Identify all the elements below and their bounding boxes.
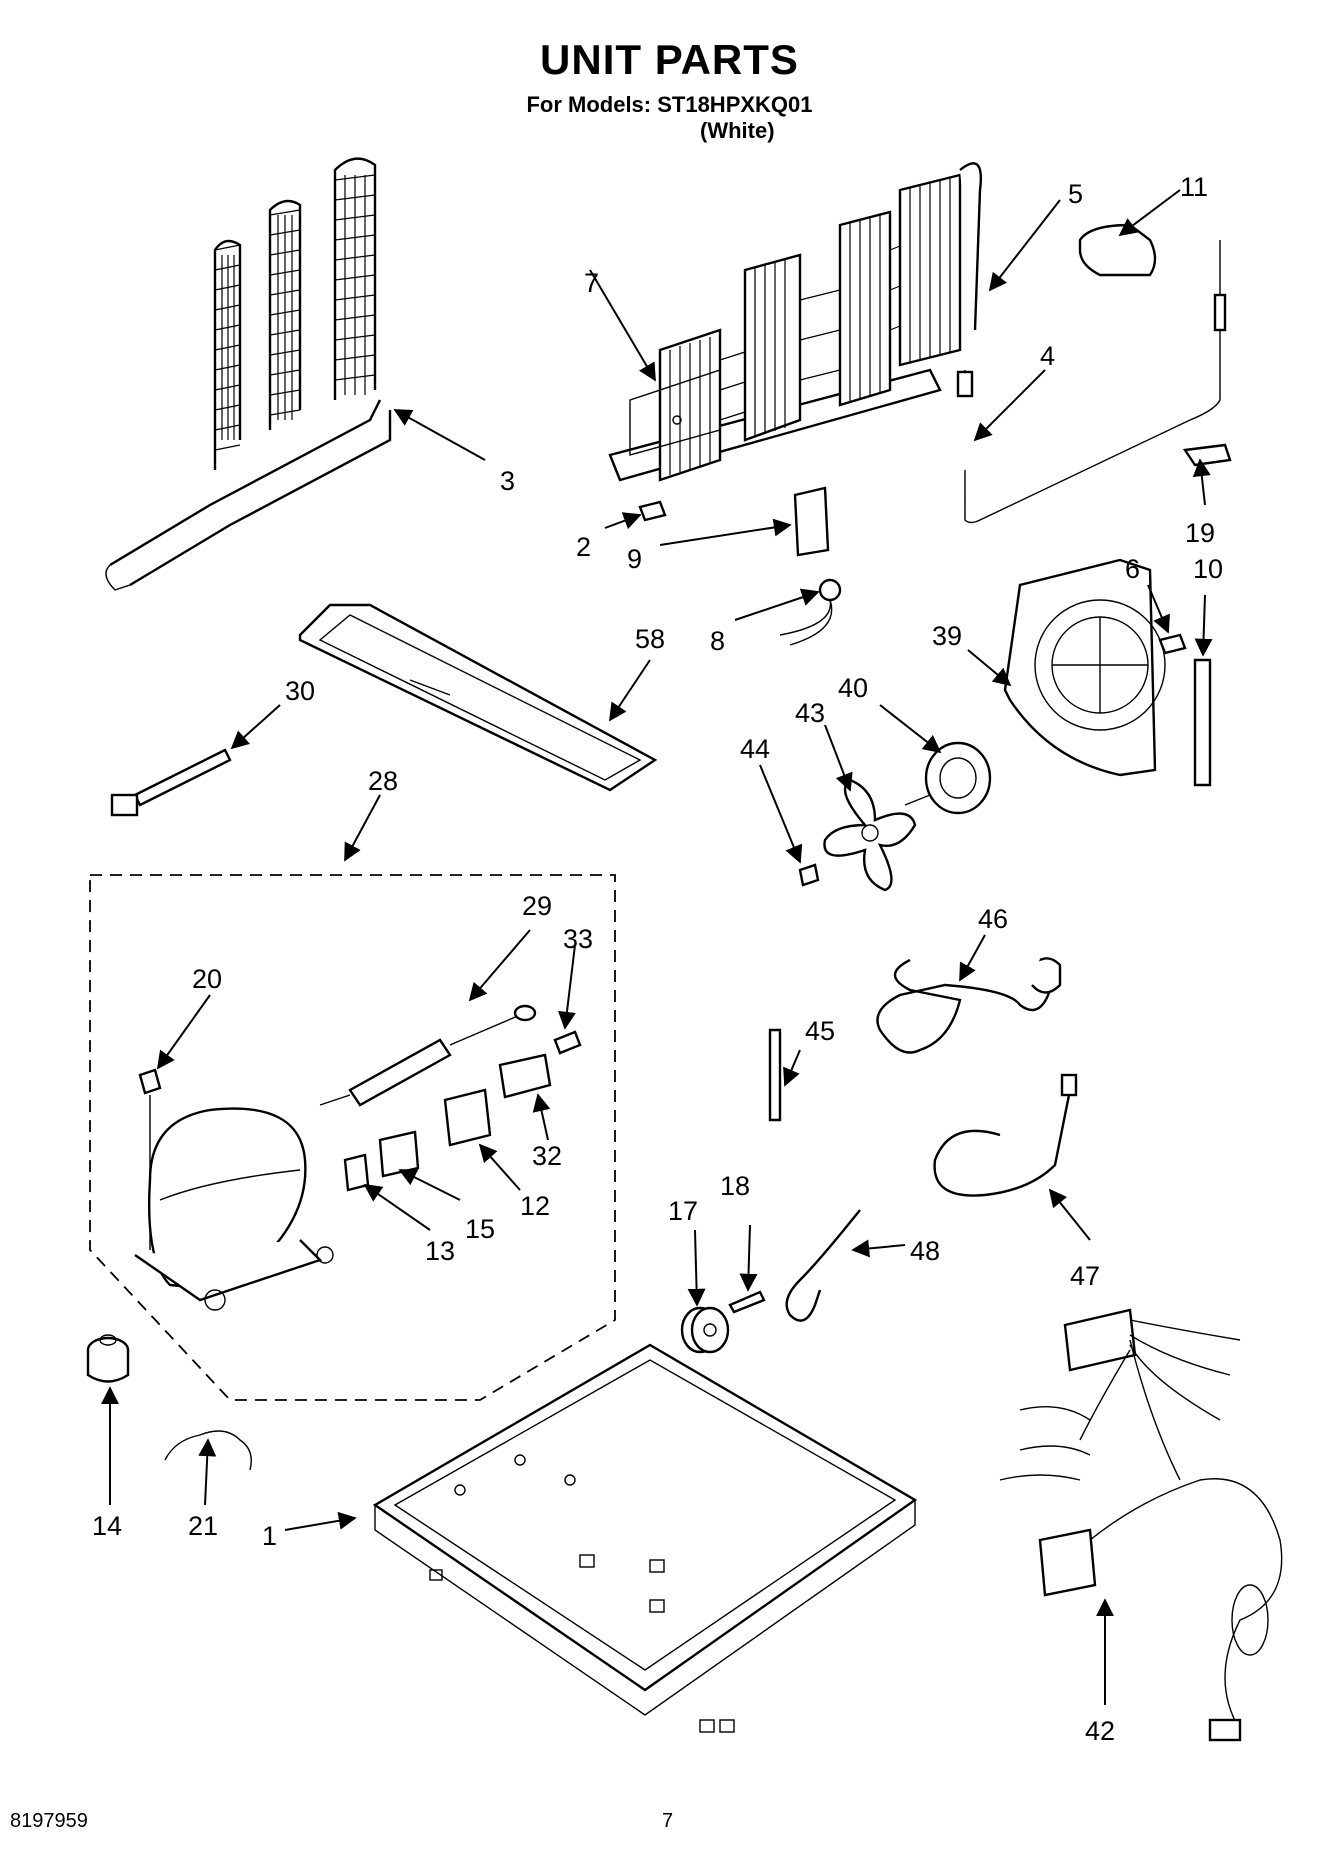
terminal-part-13 — [343, 1153, 370, 1192]
clip-part-21 — [164, 1430, 252, 1471]
bolt-part-18 — [728, 1290, 766, 1314]
bolt-part-20 — [138, 1068, 162, 1095]
tube-part-46 — [876, 958, 1052, 1054]
callout-20: 20 — [192, 964, 222, 994]
document-number: 8197959 — [10, 1810, 88, 1832]
callout-8: 8 — [710, 626, 725, 656]
callout-17: 17 — [668, 1196, 698, 1226]
grommet-part-17 — [680, 1306, 730, 1354]
fan-blade — [823, 778, 917, 892]
callout-28: 28 — [368, 766, 398, 796]
screw-part-33 — [553, 1030, 582, 1055]
grommet-part-14 — [86, 1334, 130, 1383]
callout-21: 21 — [188, 1511, 218, 1541]
callout-44: 44 — [740, 734, 770, 764]
callout-11: 11 — [1180, 172, 1208, 202]
callout-10: 10 — [1193, 554, 1223, 584]
callout-9: 9 — [627, 544, 642, 574]
callout-33: 33 — [563, 924, 593, 954]
callout-32: 32 — [532, 1141, 562, 1171]
fan-clip — [798, 863, 820, 887]
thermal-fuse — [779, 578, 842, 646]
callout-39: 39 — [932, 621, 962, 651]
callout-7: 7 — [584, 268, 599, 298]
thermistor-connector — [956, 370, 974, 398]
callout-58: 58 — [635, 624, 665, 654]
evaporator — [608, 162, 982, 482]
cap-part — [1078, 223, 1157, 277]
tube-part-48 — [785, 1209, 861, 1322]
page-title: UNIT PARTS — [540, 36, 799, 83]
condenser-coil — [105, 157, 392, 591]
callout-46: 46 — [978, 904, 1008, 934]
callout-48: 48 — [910, 1236, 940, 1266]
callout-40: 40 — [838, 673, 868, 703]
callout-12: 12 — [520, 1191, 550, 1221]
callout-5: 5 — [1068, 179, 1083, 209]
model-color: (White) — [700, 118, 775, 143]
fan-motor — [904, 741, 992, 815]
callout-19: 19 — [1185, 518, 1215, 548]
tube-part-47 — [933, 1089, 1072, 1197]
callout-labels: 3 7 5 11 4 19 2 9 8 58 30 6 10 39 40 43 … — [92, 172, 1223, 1746]
wire-clip — [1182, 443, 1232, 467]
callout-13: 13 — [425, 1236, 455, 1266]
screw-part-6 — [1158, 633, 1187, 655]
pin-part-45 — [768, 1028, 782, 1122]
callout-2: 2 — [576, 532, 591, 562]
drier-part-29 — [319, 1004, 537, 1107]
callout-15: 15 — [465, 1214, 495, 1244]
wiring-harness — [999, 1308, 1283, 1742]
callout-18: 18 — [720, 1171, 750, 1201]
callout-29: 29 — [522, 891, 552, 921]
drain-pan — [298, 603, 658, 792]
leader-lines — [101, 189, 1213, 1705]
callout-43: 43 — [795, 698, 825, 728]
models-line: For Models: ST18HPXKQ01 — [526, 92, 813, 117]
page-number: 7 — [662, 1810, 674, 1832]
callout-45: 45 — [805, 1016, 835, 1046]
callout-3: 3 — [500, 466, 515, 496]
bracket-part-9 — [793, 486, 830, 557]
callout-1: 1 — [262, 1521, 277, 1551]
compressor — [134, 1107, 334, 1311]
thermistor-wire — [964, 240, 1221, 524]
callout-47: 47 — [1070, 1261, 1100, 1291]
cover-part-32 — [498, 1053, 552, 1099]
callout-42: 42 — [1085, 1716, 1115, 1746]
callout-30: 30 — [285, 676, 315, 706]
tube-part-46-end — [1031, 957, 1062, 994]
cable-tie — [110, 748, 232, 817]
thermistor-bulb — [1213, 293, 1227, 332]
screw-part-2 — [638, 500, 667, 522]
tube-part-47-fitting — [1060, 1073, 1078, 1097]
callout-6: 6 — [1125, 554, 1140, 584]
callout-14: 14 — [92, 1511, 122, 1541]
compressor-group-outline — [89, 874, 616, 1401]
fan-shroud — [1003, 558, 1166, 777]
relay-part-12 — [443, 1088, 492, 1147]
overload-part-15 — [378, 1130, 420, 1178]
callout-4: 4 — [1040, 341, 1055, 371]
base-frame — [372, 1343, 918, 1733]
gasket-strip — [1193, 658, 1212, 787]
